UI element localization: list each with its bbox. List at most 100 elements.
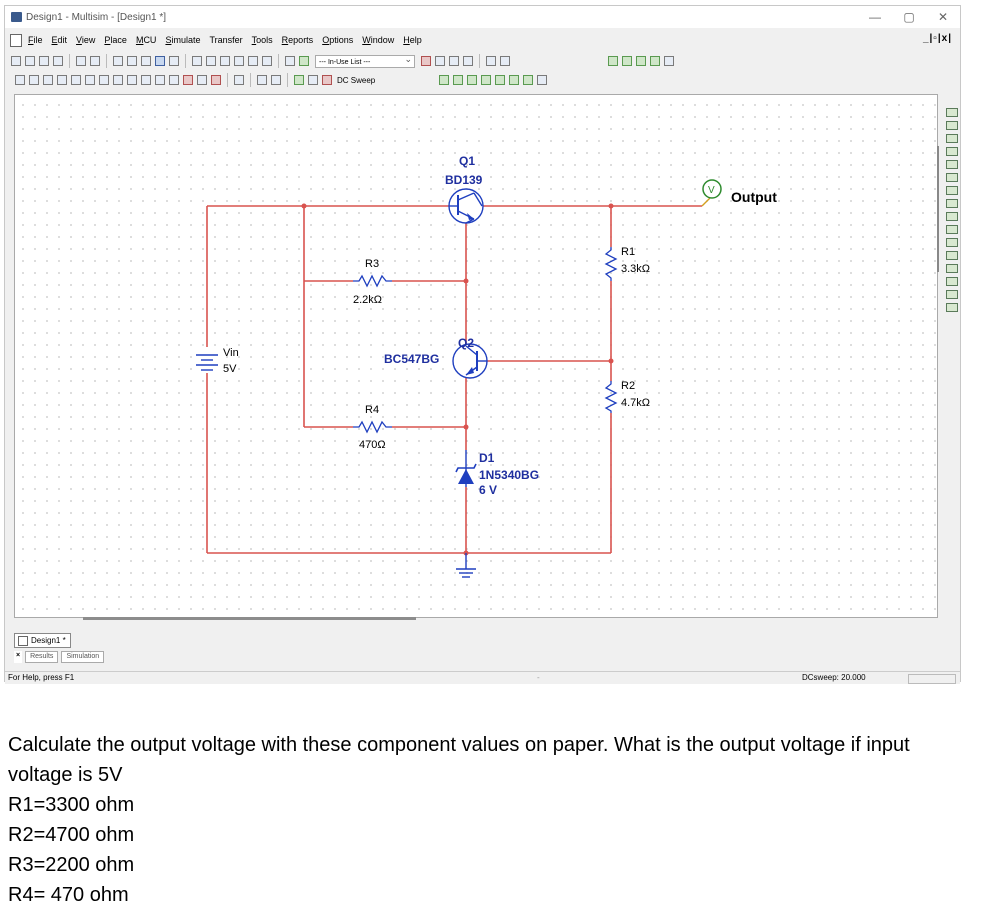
new-file-icon[interactable] <box>11 56 21 66</box>
redo-icon[interactable] <box>169 56 179 66</box>
results-tab[interactable]: Results <box>25 651 59 663</box>
maximize-button[interactable]: ▢ <box>903 10 915 24</box>
wattmeter-icon[interactable] <box>946 134 958 143</box>
distortion-analyzer-icon[interactable] <box>946 251 958 260</box>
place-transistor-icon[interactable] <box>57 75 67 85</box>
in-use-list-dropdown[interactable]: --- In-Use List --- <box>315 53 415 68</box>
zoom-out-icon[interactable] <box>622 56 632 66</box>
probe-reference-icon[interactable] <box>495 75 506 85</box>
erc-icon[interactable] <box>299 56 309 66</box>
place-analog-icon[interactable] <box>71 75 81 85</box>
place-mcu-icon[interactable] <box>211 75 221 85</box>
fullscreen-view-icon[interactable] <box>664 56 674 66</box>
probe-differential-icon[interactable] <box>481 75 492 85</box>
d1-zener-symbol[interactable] <box>455 450 477 487</box>
undo-icon[interactable] <box>155 56 165 66</box>
place-advanced-icon[interactable] <box>169 75 179 85</box>
menu-window[interactable]: Window <box>362 35 395 45</box>
search-icon[interactable] <box>486 56 496 66</box>
minimize-button[interactable]: — <box>869 10 881 24</box>
spreadsheet-view-icon[interactable] <box>206 56 216 66</box>
menu-place[interactable]: Place <box>104 35 127 45</box>
menu-view[interactable]: View <box>76 35 96 45</box>
menu-edit[interactable]: Edit <box>51 35 68 45</box>
oscilloscope-icon[interactable] <box>946 147 958 156</box>
current-probe-icon[interactable] <box>946 303 958 312</box>
design-toolbox-icon[interactable] <box>220 56 230 66</box>
labview-instrument-icon[interactable] <box>946 290 958 299</box>
menu-tools[interactable]: Tools <box>251 35 273 45</box>
open-sample-icon[interactable] <box>39 56 49 66</box>
simulation-tab[interactable]: Simulation <box>61 651 105 663</box>
save-icon[interactable] <box>53 56 63 66</box>
dc-sweep-button[interactable]: DC Sweep <box>337 75 376 85</box>
vin-battery-symbol[interactable] <box>195 347 219 373</box>
logic-analyzer-icon[interactable] <box>946 225 958 234</box>
probe-power-icon[interactable] <box>467 75 478 85</box>
place-power-icon[interactable] <box>141 75 151 85</box>
place-cmos-icon[interactable] <box>99 75 109 85</box>
fullscreen-icon[interactable] <box>192 56 202 66</box>
stop-simulation-icon[interactable] <box>322 75 332 85</box>
help-icon[interactable] <box>500 56 510 66</box>
function-generator-icon[interactable] <box>946 121 958 130</box>
q2-transistor-symbol[interactable] <box>452 343 488 379</box>
paste-icon[interactable] <box>141 56 151 66</box>
place-electromech-icon[interactable] <box>197 75 207 85</box>
place-indicator-icon[interactable] <box>127 75 137 85</box>
horizontal-scrollbar[interactable] <box>83 617 416 620</box>
transfer-icon[interactable] <box>435 56 445 66</box>
simulate-switch-icon[interactable] <box>421 56 431 66</box>
database-icon[interactable] <box>248 56 258 66</box>
place-mixed-icon[interactable] <box>113 75 123 85</box>
backannotate-icon[interactable] <box>449 56 459 66</box>
mdi-window-controls[interactable]: _|▫|x| <box>922 33 952 44</box>
print-icon[interactable] <box>76 56 86 66</box>
print-preview-icon[interactable] <box>90 56 100 66</box>
postprocessor-icon[interactable] <box>262 56 272 66</box>
pause-simulation-icon[interactable] <box>308 75 318 85</box>
place-diode-icon[interactable] <box>43 75 53 85</box>
word-generator-icon[interactable] <box>946 199 958 208</box>
output-voltage-probe-icon[interactable]: V <box>701 179 722 207</box>
frequency-counter-icon[interactable] <box>946 186 958 195</box>
run-simulation-icon[interactable] <box>294 75 304 85</box>
iv-analyzer-icon[interactable] <box>946 238 958 247</box>
menu-help[interactable]: Help <box>403 35 422 45</box>
probe-voltage-icon[interactable] <box>439 75 450 85</box>
r4-resistor-symbol[interactable] <box>353 420 392 434</box>
place-rf-icon[interactable] <box>183 75 193 85</box>
place-source-icon[interactable] <box>15 75 25 85</box>
place-ttl-icon[interactable] <box>85 75 95 85</box>
grapher-icon[interactable] <box>234 56 244 66</box>
r1-resistor-symbol[interactable] <box>604 247 618 281</box>
schematic-canvas[interactable]: Vin 5V Q1 BD139 <box>14 94 938 618</box>
four-channel-oscilloscope-icon[interactable] <box>946 160 958 169</box>
menu-file[interactable]: File <box>28 35 43 45</box>
logic-converter-icon[interactable] <box>946 212 958 221</box>
zoom-sheet-icon[interactable] <box>650 56 660 66</box>
multimeter-icon[interactable] <box>946 108 958 117</box>
probe-settings-icon[interactable] <box>537 75 548 85</box>
design-tab[interactable]: Design1 * <box>14 633 71 648</box>
probe-group-icon[interactable] <box>523 75 534 85</box>
cut-icon[interactable] <box>113 56 123 66</box>
probe-digital-icon[interactable] <box>509 75 520 85</box>
menu-mcu[interactable]: MCU <box>135 35 157 45</box>
bode-plotter-icon[interactable] <box>946 173 958 182</box>
menu-transfer[interactable]: Transfer <box>209 35 243 45</box>
spectrum-analyzer-icon[interactable] <box>946 264 958 273</box>
close-panel-icon[interactable]: × <box>14 651 23 663</box>
zoom-in-icon[interactable] <box>608 56 618 66</box>
vertical-scrollbar[interactable] <box>937 146 939 272</box>
q1-transistor-symbol[interactable] <box>448 188 484 224</box>
place-basic-icon[interactable] <box>29 75 39 85</box>
place-bus-icon[interactable] <box>257 75 267 85</box>
open-file-icon[interactable] <box>25 56 35 66</box>
zoom-area-icon[interactable] <box>636 56 646 66</box>
place-misc-icon[interactable] <box>155 75 165 85</box>
close-button[interactable]: ✕ <box>937 10 949 24</box>
menu-options[interactable]: Options <box>322 35 354 45</box>
component-wizard-icon[interactable] <box>285 56 295 66</box>
document-icon[interactable] <box>10 33 22 47</box>
